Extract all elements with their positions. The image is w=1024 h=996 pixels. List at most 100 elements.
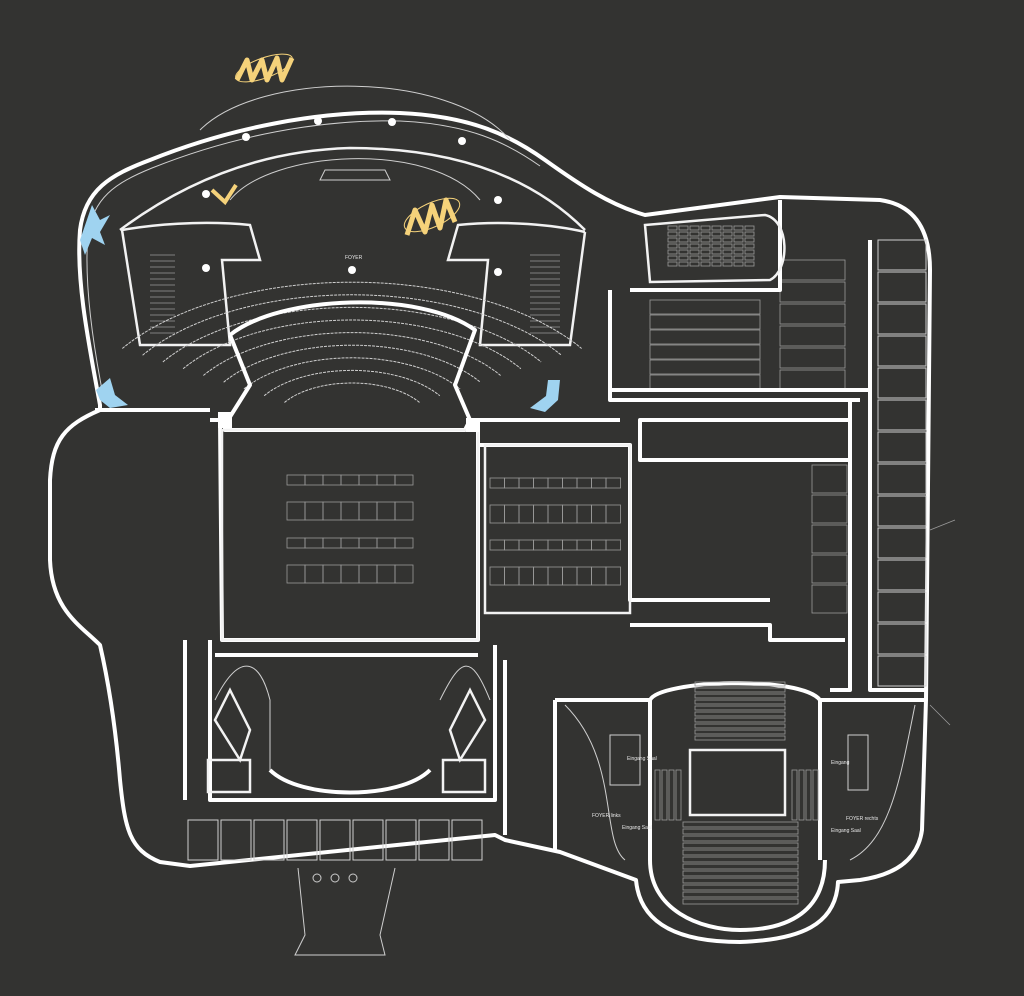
seat (667, 249, 678, 255)
annotation-lines (929, 519, 956, 726)
seat (678, 249, 689, 255)
stage-wall (95, 408, 845, 642)
rear-stage-lines (214, 665, 491, 770)
office (877, 527, 927, 559)
seat-row (682, 835, 799, 842)
seat-block (504, 477, 520, 489)
seat-row (694, 681, 786, 687)
seat (711, 249, 722, 255)
seat-block (394, 537, 414, 549)
seat (711, 231, 722, 237)
office (877, 495, 927, 527)
seat-row (682, 877, 799, 884)
seat (689, 231, 700, 237)
seat (667, 255, 678, 261)
seat (689, 243, 700, 249)
seat (700, 261, 711, 267)
seat (733, 255, 744, 261)
stair-room (441, 758, 487, 794)
seat-block (376, 474, 396, 486)
column (466, 418, 480, 432)
room (811, 554, 848, 584)
seat-block (304, 474, 324, 486)
lower-theatre-seats (654, 681, 819, 905)
small-hall-seats (667, 225, 755, 267)
seat-block (304, 501, 324, 521)
seat (678, 237, 689, 243)
foyer-arc-thin (199, 85, 511, 141)
seat (667, 237, 678, 243)
seat-block (591, 477, 607, 489)
seat (667, 225, 678, 231)
room (649, 299, 761, 315)
seat-block (533, 539, 549, 551)
seat-row (243, 357, 461, 390)
seat-block (605, 477, 621, 489)
seat-row (142, 294, 562, 356)
room (352, 819, 384, 861)
room (220, 819, 252, 861)
seat (689, 237, 700, 243)
seat (678, 225, 689, 231)
seat-block (340, 501, 360, 521)
seat-block (340, 474, 360, 486)
seat-block (518, 504, 534, 524)
seat-block (591, 539, 607, 551)
label-eingang-saal: Eingang Saal (627, 756, 657, 762)
seat (722, 261, 733, 267)
seat-block (489, 539, 505, 551)
seat-col (791, 769, 798, 821)
seat (722, 255, 733, 261)
seat (689, 249, 700, 255)
seat-row (694, 699, 786, 705)
main-stage (220, 428, 480, 642)
stair (847, 734, 869, 791)
room (811, 524, 848, 554)
seat-row (263, 369, 441, 397)
office (877, 271, 927, 303)
office (877, 623, 927, 655)
seat (700, 231, 711, 237)
seat-row (682, 870, 799, 877)
seat-block (533, 477, 549, 489)
label-foyer-links: FOYER links (592, 813, 621, 819)
seat-block (504, 504, 520, 524)
seat (744, 261, 755, 267)
auditorium-wall (226, 300, 477, 422)
seat (667, 231, 678, 237)
seat-row (682, 842, 799, 849)
foyer-columns (202, 117, 502, 276)
label-foyer: FOYER (345, 255, 363, 261)
side-stairs (213, 687, 487, 763)
office-wing (649, 239, 927, 687)
office (877, 239, 927, 271)
seat-row (682, 898, 799, 905)
office (877, 399, 927, 431)
wave-marker-icon (403, 197, 461, 236)
seat-block (533, 504, 549, 524)
seat-row (682, 863, 799, 870)
label-eingang-saal: Eingang Saal (622, 825, 652, 831)
seat (722, 237, 733, 243)
room (811, 584, 848, 614)
seat-block (576, 477, 592, 489)
room (253, 819, 285, 861)
entrance-columns (312, 873, 358, 883)
seat (744, 255, 755, 261)
seat-col (675, 769, 682, 821)
seat-row (694, 723, 786, 729)
seat (678, 243, 689, 249)
seat (711, 225, 722, 231)
seat-block (358, 501, 378, 521)
office (779, 259, 846, 281)
seat-block (504, 566, 520, 586)
seat-block (376, 537, 396, 549)
seat (689, 261, 700, 267)
seat (722, 243, 733, 249)
seat-block (358, 564, 378, 584)
seat (722, 249, 733, 255)
seat (733, 225, 744, 231)
seat-block (518, 477, 534, 489)
room (385, 819, 417, 861)
